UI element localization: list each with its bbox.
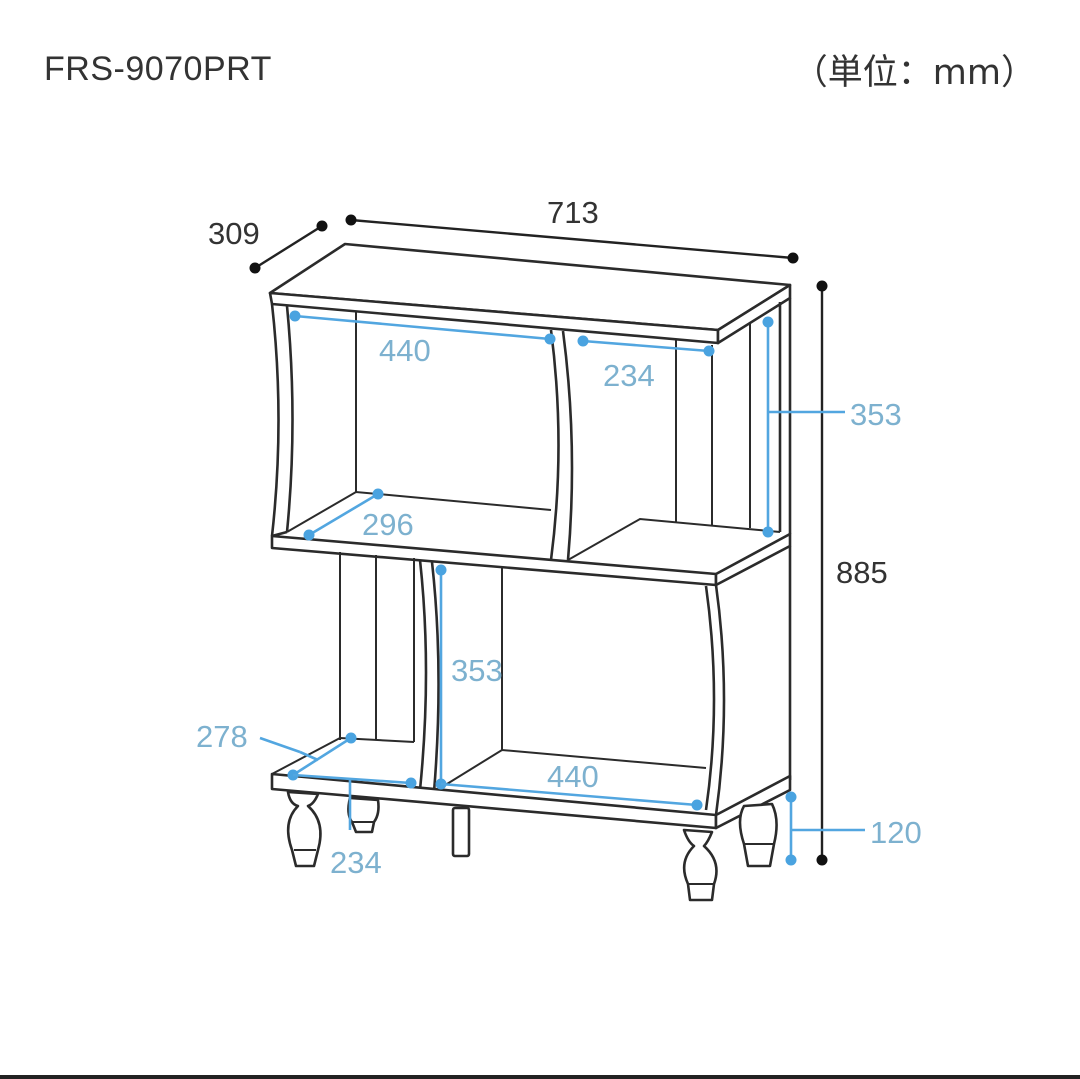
dim-upper-right-width: 234 [577, 335, 715, 393]
dim-upper-left-width: 440 [289, 310, 556, 368]
svg-text:353: 353 [850, 397, 902, 432]
leg-front-right [682, 828, 718, 902]
overall-depth-dimension: 309 [208, 216, 328, 274]
overall-width-dimension: 713 [345, 195, 799, 264]
model-number: FRS-9070PRT [44, 50, 272, 88]
width-label: 713 [547, 195, 599, 230]
svg-text:296: 296 [362, 507, 414, 542]
bottom-border [0, 1075, 1080, 1079]
dim-lower-left-width: 234 [292, 773, 417, 880]
dim-leg-height: 120 [785, 791, 922, 866]
svg-text:278: 278 [196, 719, 248, 754]
dim-lower-center-height: 353 [435, 564, 503, 790]
leg-front-left [286, 790, 322, 868]
leg-back-right [738, 802, 778, 868]
dim-lower-left-depth: 278 [196, 719, 357, 781]
dim-upper-left-depth: 296 [303, 488, 414, 542]
dim-upper-right-height: 353 [762, 316, 902, 538]
dim-lower-right-width: 440 [440, 759, 703, 811]
svg-text:440: 440 [547, 759, 599, 794]
leg-back-left [347, 796, 380, 834]
svg-text:234: 234 [330, 845, 382, 880]
svg-text:120: 120 [870, 815, 922, 850]
shelf-outline [268, 242, 792, 858]
overall-height-dimension: 885 [816, 280, 888, 866]
svg-text:234: 234 [603, 358, 655, 393]
unit-label: （単位：mm） [792, 53, 1036, 93]
depth-label: 309 [208, 216, 260, 251]
svg-text:440: 440 [379, 333, 431, 368]
height-label: 885 [836, 555, 888, 590]
svg-text:353: 353 [451, 653, 503, 688]
